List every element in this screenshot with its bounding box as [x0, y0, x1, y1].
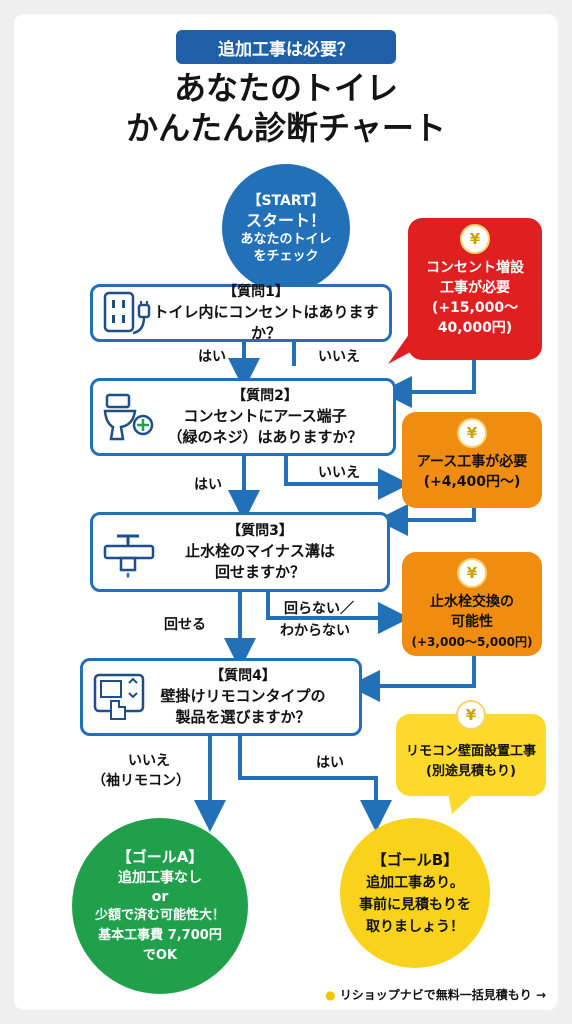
goal-b-title: 【ゴールB】	[371, 850, 459, 869]
page-title-line2: かんたん診断チャート	[126, 109, 446, 147]
question-2-title: 【質問2】	[232, 387, 298, 404]
note-outlet-line4: 40,000円)	[437, 320, 513, 336]
note-earth-work: ¥ アース工事が必要 (+4,400円〜)	[402, 412, 542, 508]
footer-cta[interactable]: ● リショップナビで無料一括見積もり →	[325, 986, 546, 1003]
note-remote-line1: リモコン壁面設置工事	[405, 744, 536, 759]
connector-q3-no	[266, 592, 410, 634]
note-earth-line1: アース工事が必要	[416, 454, 528, 470]
goal-b-line3: 取りましょう！	[366, 918, 464, 935]
faucet-valve-icon	[103, 534, 155, 578]
goal-a-line5: でOK	[142, 947, 178, 963]
remote-hand-icon	[93, 673, 145, 720]
label-q2-no: いいえ	[318, 465, 360, 481]
question-3-box: 【質問3】 止水栓のマイナス溝は 回せますか？	[90, 512, 390, 592]
connector-q4-yes	[238, 736, 392, 832]
note-remote-tail	[448, 792, 476, 814]
goal-b-line2: 事前に見積もりを	[359, 896, 471, 913]
note-outlet-line3: (+15,000〜	[431, 300, 519, 316]
yen-coin-icon: ¥	[456, 700, 486, 730]
note-remote-line2: (別途見積もり)	[426, 764, 516, 779]
note-valve-line3: (+3,000〜5,000円)	[411, 635, 533, 649]
question-3-text-1: 止水栓のマイナス溝は	[185, 541, 335, 560]
question-2-box: 【質問2】 コンセントにアース端子 （緑のネジ）はありますか？	[90, 378, 396, 456]
goal-b-line1: 追加工事あり。	[366, 874, 464, 891]
toilet-outlet-icon	[103, 393, 154, 441]
start-label: 【START】	[247, 192, 325, 209]
goal-b-circle: 【ゴールB】 追加工事あり。 事前に見積もりを 取りましょう！	[340, 818, 490, 968]
note-valve-line1: 止水栓交換の	[430, 594, 514, 610]
goal-a-line3: 少額で済む可能性大！	[94, 907, 225, 923]
label-q3-no-1: 回らない／	[284, 601, 354, 617]
yen-coin-icon: ¥	[457, 558, 487, 588]
goal-a-circle: 【ゴールA】 追加工事なし or 少額で済む可能性大！ 基本工事費 7,700円…	[72, 818, 248, 994]
question-1-text: トイレ内にコンセントはありますか？	[153, 302, 379, 342]
question-3-text-2: 回せますか？	[214, 562, 305, 581]
question-2-text-1: コンセントにアース端子	[183, 406, 347, 425]
question-4-box: 【質問4】 壁掛けリモコンタイプの 製品を選びますか？	[80, 658, 362, 736]
note-valve-line2: 可能性	[451, 614, 493, 630]
label-q4-yes: はい	[316, 755, 344, 771]
question-4-text-2: 製品を選びますか？	[175, 707, 311, 726]
label-q2-yes: はい	[194, 477, 222, 493]
connector-orange1-q3	[376, 504, 476, 536]
label-q1-yes: はい	[198, 349, 226, 365]
yen-coin-icon: ¥	[460, 224, 490, 254]
label-q4-no-1: いいえ	[128, 753, 170, 769]
goal-a-line2: or	[151, 888, 169, 905]
note-valve-work: ¥ 止水栓交換の 可能性 (+3,000〜5,000円)	[402, 552, 542, 656]
start-line2: をチェック	[253, 248, 319, 264]
question-4-title: 【質問4】	[210, 667, 276, 684]
question-2-text-2: （緑のネジ）はありますか？	[167, 427, 363, 446]
outlet-plug-icon	[103, 291, 151, 335]
start-circle: 【START】 スタート！ あなたのトイレ をチェック	[222, 164, 350, 292]
connector-red-q2	[380, 360, 476, 408]
start-title: スタート！	[245, 210, 326, 230]
note-outlet-tail	[388, 330, 418, 364]
goal-a-line1: 追加工事なし	[118, 869, 202, 886]
label-q3-no-2: わからない	[280, 623, 350, 639]
header-badge: 追加工事は必要？	[176, 30, 396, 64]
note-outlet-line2: 工事が必要	[440, 280, 510, 296]
label-q4-no-2: （袖リモコン）	[92, 773, 190, 789]
question-4-text-1: 壁掛けリモコンタイプの	[160, 686, 326, 705]
page-title-line1: あなたのトイレ	[173, 69, 398, 107]
note-earth-line2: (+4,400円〜)	[423, 474, 521, 490]
question-1-box: 【質問1】 トイレ内にコンセントはありますか？	[90, 284, 392, 342]
yen-coin-icon: ¥	[457, 418, 487, 448]
label-q3-yes: 回せる	[164, 617, 206, 633]
goal-a-title: 【ゴールA】	[116, 847, 204, 866]
question-1-title: 【質問1】	[223, 283, 289, 300]
question-3-title: 【質問3】	[227, 522, 293, 539]
start-line1: あなたのトイレ	[240, 231, 332, 247]
note-outlet-line1: コンセント増設	[426, 260, 524, 276]
footer-text: リショップナビで無料一括見積もり →	[339, 988, 546, 1002]
connector-q2-no	[284, 456, 410, 500]
note-outlet-work: ¥ コンセント増設 工事が必要 (+15,000〜 40,000円)	[408, 218, 542, 360]
lightbulb-icon: ●	[325, 988, 336, 1002]
label-q1-no: いいえ	[318, 349, 360, 365]
goal-a-line4: 基本工事費 7,700円	[98, 927, 222, 943]
connector-orange2-q4	[348, 656, 476, 702]
